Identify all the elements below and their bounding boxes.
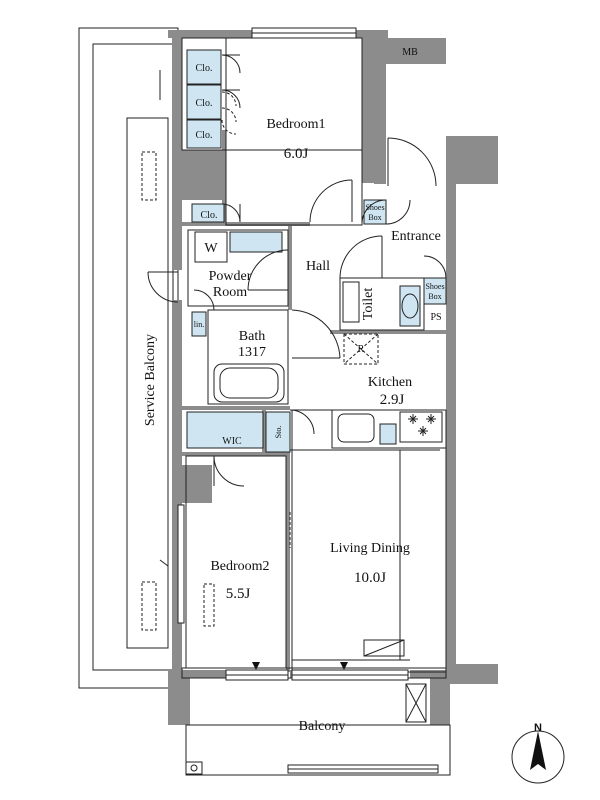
- closet-labels: Clo. Clo. Clo. Clo.: [196, 63, 218, 221]
- storage-label: Sto.: [274, 426, 283, 439]
- powder-room-line1: Powder: [209, 269, 252, 284]
- wic-shelf: [186, 411, 264, 449]
- linen-label: lin.: [194, 320, 204, 329]
- kitchen-sink: [337, 413, 375, 443]
- powder-room-line2: Room: [213, 285, 247, 300]
- washstand: [229, 231, 283, 253]
- kitchen-counter-cell: [379, 423, 397, 445]
- stove: [399, 411, 443, 443]
- closet-4: [191, 203, 225, 223]
- compass-north-label: N: [534, 722, 542, 734]
- entrance-label: Entrance: [391, 229, 441, 244]
- bedroom1-size: 6.0J: [284, 146, 309, 162]
- windows: [177, 27, 439, 774]
- compass: N: [511, 722, 565, 784]
- closet-2: [186, 84, 222, 120]
- stove-burners: [408, 414, 436, 436]
- toilet-tank: [399, 285, 421, 327]
- bath-size: 1317: [238, 345, 266, 360]
- bedroom1-name: Bedroom1: [266, 117, 325, 132]
- walls: [168, 30, 498, 725]
- closet-label-1: Clo.: [196, 63, 213, 74]
- washer-label: W: [204, 241, 218, 256]
- kitchen-name: Kitchen: [368, 375, 412, 390]
- compass-needle-icon: [530, 731, 546, 770]
- refrigerator-label: R: [358, 344, 365, 355]
- bedroom2-size: 5.5J: [226, 586, 251, 602]
- bedroom2-name: Bedroom2: [210, 559, 269, 574]
- doors: [147, 54, 447, 487]
- wic-label: WIC: [222, 436, 242, 447]
- window-markers: [252, 662, 348, 670]
- closet-1: [186, 49, 222, 85]
- closet-label-3: Clo.: [196, 130, 213, 141]
- washer: [194, 231, 228, 263]
- fixtures: [185, 231, 447, 775]
- toilet-bowl: [401, 293, 419, 319]
- closet-label-2: Clo.: [196, 98, 213, 109]
- service-balcony-label: Service Balcony: [143, 334, 158, 426]
- closet-folding-doors: [141, 91, 379, 631]
- closet-3: [186, 119, 222, 149]
- shoes-box-2: [423, 277, 447, 305]
- storage-shelf: [265, 411, 291, 453]
- shoes-box-1-line2: Box: [368, 213, 381, 222]
- living-dining-size: 10.0J: [354, 570, 386, 586]
- service-balcony-marks: [159, 70, 169, 567]
- shoes-box-2-line2: Box: [428, 292, 441, 301]
- toilet-label: Toilet: [361, 288, 376, 321]
- pipe-space-label: PS: [430, 312, 441, 323]
- shoes-box-2-line1: Shoes: [425, 282, 444, 291]
- balcony-label: Balcony: [299, 719, 346, 734]
- service-balcony-outline: [78, 27, 179, 689]
- living-dining-name: Living Dining: [330, 541, 410, 556]
- shoes-box-1-line1: Shoes: [365, 203, 384, 212]
- hall-label: Hall: [306, 259, 330, 274]
- kitchen-size: 2.9J: [380, 392, 405, 408]
- closet-label-4: Clo.: [201, 210, 218, 221]
- bathtub: [213, 363, 285, 403]
- bath-name: Bath: [239, 329, 265, 344]
- meter-box-label: MB: [402, 47, 418, 58]
- linen-shelf: [191, 311, 207, 337]
